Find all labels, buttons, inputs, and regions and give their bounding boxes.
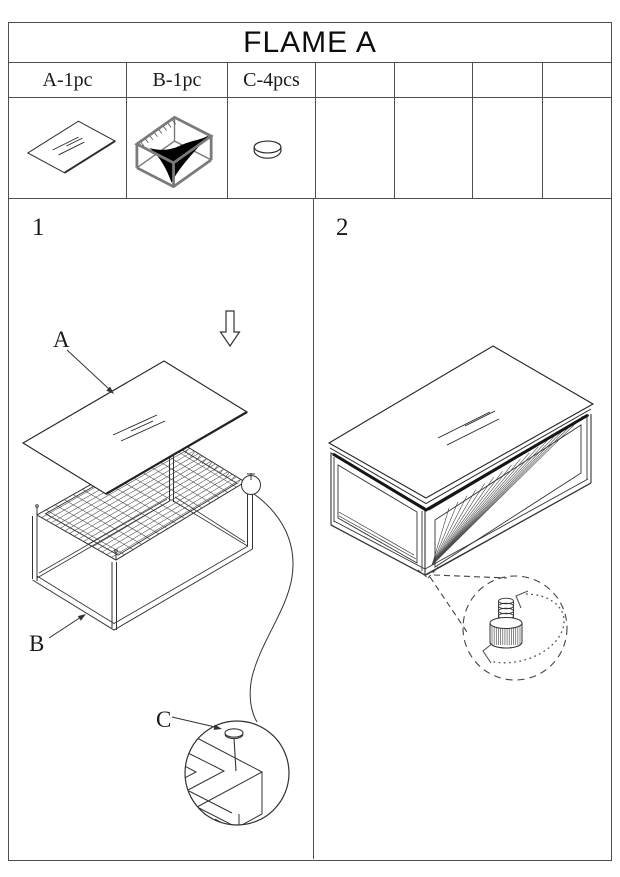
page-title: FLAME A	[243, 25, 377, 59]
part-b-label: B-1pc	[152, 68, 202, 91]
part-label-cell-c: C-4pcs	[228, 63, 316, 97]
part-label-cell-empty	[395, 63, 473, 97]
glass-top-drawing	[327, 345, 595, 512]
part-c-label: C-4pcs	[243, 68, 300, 91]
parts-icon-row	[9, 98, 611, 199]
corner-callout	[241, 473, 294, 723]
glass-panel-icon	[26, 120, 117, 174]
rotation-arrowhead	[515, 590, 529, 609]
part-icon-cell-a	[9, 98, 127, 198]
part-icon-cell-c	[228, 98, 316, 198]
assembly-steps: 1 A B C	[9, 199, 611, 859]
label-part-b: B	[29, 631, 44, 656]
step-number: 2	[336, 214, 349, 241]
part-label-cell-empty	[543, 63, 611, 97]
step-1-panel: 1 A B C	[9, 199, 314, 859]
part-a-label: A-1pc	[42, 68, 93, 91]
title-row: FLAME A	[9, 23, 611, 63]
part-label-cell-a: A-1pc	[9, 63, 127, 97]
leader-arrowhead-b	[77, 614, 86, 621]
leader-arrowhead-a	[106, 386, 114, 394]
frame-icon	[134, 115, 214, 188]
part-icon-cell-b	[127, 98, 228, 198]
down-arrow-icon	[219, 310, 241, 348]
part-label-cell-empty	[316, 63, 395, 97]
detail-circle	[184, 720, 290, 826]
label-part-a: A	[53, 327, 70, 352]
part-label-cell-empty	[473, 63, 543, 97]
step-2-panel: 2	[314, 199, 611, 859]
foot-detail	[417, 566, 568, 681]
label-part-c: C	[156, 707, 171, 732]
annotations: 1 A B C	[29, 214, 241, 732]
step1-diagram: 1 A B C	[21, 214, 294, 826]
parts-label-row: A-1pc B-1pc C-4pcs	[9, 63, 611, 98]
part-label-cell-b: B-1pc	[127, 63, 228, 97]
leader-arrowhead-c	[213, 724, 222, 730]
foot-drawing	[489, 597, 523, 649]
instruction-sheet: FLAME A A-1pc B-1pc C-4pcs	[8, 22, 612, 861]
step-number: 1	[32, 214, 45, 241]
detail-circle-dashed	[462, 575, 568, 681]
glass-panel-drawing	[21, 360, 249, 495]
foot-drawing-small	[224, 728, 244, 738]
foot-icon	[253, 139, 282, 159]
step2-diagram: 2	[327, 214, 595, 681]
rotation-arrowhead	[482, 642, 494, 664]
